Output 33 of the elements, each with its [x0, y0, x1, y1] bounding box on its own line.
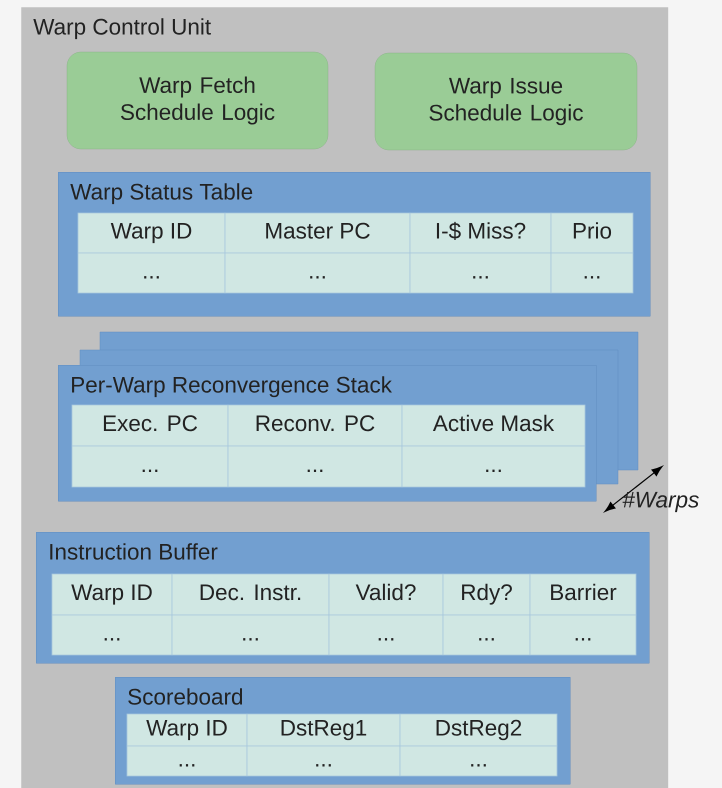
table-cell: Master PC — [224, 212, 410, 254]
table-cell: Valid? — [328, 574, 444, 616]
table-cell: Warp ID — [126, 714, 248, 746]
dimension-label: #Warps — [622, 492, 699, 512]
table-cell: ... — [402, 446, 586, 488]
table-cell: ... — [328, 614, 444, 656]
table-cell: Warp ID — [78, 212, 226, 254]
table-cell: ... — [400, 746, 558, 776]
table-cell: ... — [172, 614, 330, 656]
table-cell: ... — [246, 746, 400, 776]
table-cell: ... — [78, 252, 226, 294]
table-cell: ... — [410, 252, 552, 294]
table-cell: ... — [52, 614, 172, 656]
logic-box: Warp Issue Schedule Logic — [374, 52, 638, 150]
table-cell: ... — [228, 446, 402, 488]
table-cell: ... — [442, 614, 530, 656]
table-cell: I-$ Miss? — [410, 212, 552, 254]
table-cell: Prio — [550, 212, 634, 254]
table-cell: ... — [530, 614, 636, 656]
table-cell: DstReg2 — [400, 714, 558, 746]
table-cell: Exec. PC — [72, 404, 228, 446]
table-cell: Barrier — [530, 574, 636, 616]
table-cell: Dec. Instr. — [172, 574, 330, 616]
table-cell: Warp ID — [52, 574, 172, 616]
logic-box: Warp Fetch Schedule Logic — [66, 52, 328, 150]
table-cell: Rdy? — [442, 574, 530, 616]
table-cell: ... — [224, 252, 410, 294]
table-cell: ... — [72, 446, 228, 488]
table-cell: ... — [126, 746, 248, 776]
table-cell: Reconv. PC — [228, 404, 402, 446]
table-cell: Active Mask — [402, 404, 586, 446]
table-cell: DstReg1 — [246, 714, 400, 746]
table-cell: ... — [550, 252, 634, 294]
